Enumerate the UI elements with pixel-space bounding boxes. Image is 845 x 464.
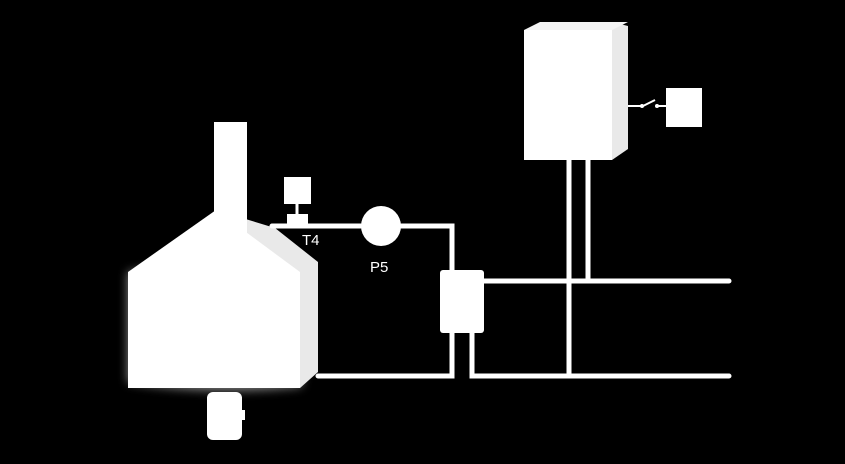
pump-label: P5 [370,259,388,276]
tank-front [524,30,612,160]
boiler-front [128,210,300,388]
pump-icon [361,206,401,246]
pump-p5: P5 [361,206,401,276]
tank-top-face [524,22,628,30]
heat-exchanger [440,270,484,333]
control-box [666,88,702,127]
boiler-side-face [216,210,318,388]
tank-control [628,88,702,127]
chimney [214,122,247,234]
return-pipe [315,330,455,379]
burner-unit [207,392,245,440]
storage-tank [524,22,628,160]
sensor-label: T4 [302,232,320,249]
switch-icon [642,99,656,107]
sensor-probe [287,214,308,224]
sensor-controller-box [284,177,311,204]
boiler [128,122,318,391]
temperature-sensor-t4: T4 [284,177,320,249]
flow-pipe [269,223,455,273]
supply-pipe-bottom [469,330,732,379]
piping [269,157,732,379]
tank-side-face [612,22,628,160]
